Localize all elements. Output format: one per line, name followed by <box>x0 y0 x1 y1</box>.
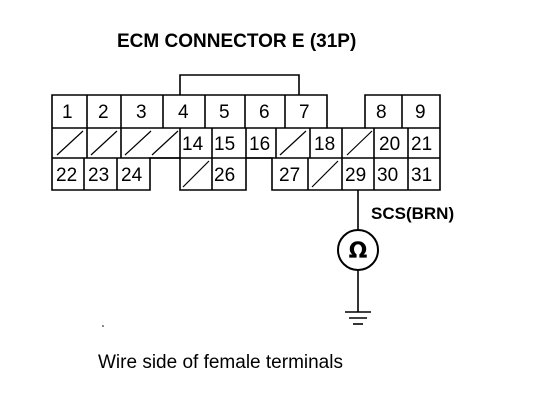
pin-30: 30 <box>377 165 398 186</box>
pin-31: 31 <box>411 165 432 186</box>
ground-icon <box>345 311 371 325</box>
pin-22: 22 <box>56 165 77 186</box>
pin-23: 23 <box>88 165 109 186</box>
pin-5: 5 <box>219 102 230 123</box>
pin-9: 9 <box>415 102 426 123</box>
pin-16: 16 <box>249 134 270 155</box>
pin-26: 26 <box>214 165 235 186</box>
pin-2: 2 <box>98 102 109 123</box>
pin-18: 18 <box>314 134 335 155</box>
row1-dividers <box>86 95 403 128</box>
pin-8: 8 <box>376 102 387 123</box>
meter-symbol: Ω <box>349 239 368 264</box>
row2-dividers <box>86 128 409 158</box>
pin-14: 14 <box>182 134 204 155</box>
pin-29: 29 <box>345 165 366 186</box>
empty-cavity-slashes <box>56 130 373 188</box>
diagram-title: ECM CONNECTOR E (31P) <box>117 31 356 52</box>
pin-20: 20 <box>379 134 400 155</box>
pin-3: 3 <box>136 102 147 123</box>
diagram-caption: Wire side of female terminals <box>98 352 343 373</box>
pin-27: 27 <box>279 165 300 186</box>
pin-21: 21 <box>411 134 432 155</box>
pin-4: 4 <box>178 102 189 123</box>
wire-label: SCS(BRN) <box>371 204 454 223</box>
pin-6: 6 <box>259 102 270 123</box>
row3-dividers <box>83 158 409 190</box>
connector-lock-tab <box>179 74 300 95</box>
stray-dot <box>102 325 104 327</box>
pin-7: 7 <box>299 102 310 123</box>
pin-1: 1 <box>62 102 73 123</box>
pin-15: 15 <box>214 134 235 155</box>
pin-24: 24 <box>121 165 143 186</box>
ohmmeter-icon: Ω <box>337 229 379 271</box>
